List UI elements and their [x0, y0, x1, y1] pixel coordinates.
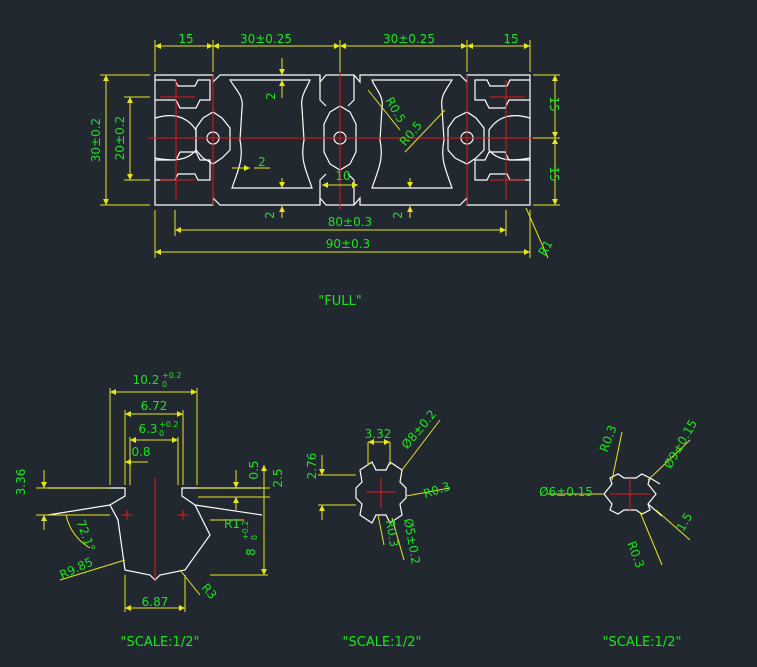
caption-core-scale: "SCALE:1/2"	[343, 635, 422, 650]
caption-pin-scale: "SCALE:1/2"	[603, 635, 682, 650]
dim-right-15-top: 15	[547, 96, 561, 111]
core-dimension-lines	[318, 419, 451, 561]
dim-width-63: 6.3	[138, 422, 157, 436]
dim-wall-2-top: 2	[264, 92, 278, 100]
dim-width-08: 0.8	[131, 445, 150, 459]
pin-outline	[603, 473, 657, 515]
dim-top-30-right: 30±0.25	[383, 32, 435, 46]
dim-pin-width-15: 1.5	[674, 510, 696, 534]
dim-angle-72: 72.1°	[74, 518, 98, 554]
dim-core-height-276: 2.76	[305, 453, 319, 480]
dim-core-r03-b: R0.3	[383, 519, 402, 548]
dim-width-102-tol-up: +0.2	[162, 371, 181, 380]
dim-top-30-left: 30±0.25	[240, 32, 292, 46]
dim-width-63-tol-up: +0.2	[159, 420, 178, 429]
dim-r3: R3	[199, 581, 220, 602]
dim-wall-2-bottom-left: 2	[263, 211, 277, 219]
dim-length-90: 90±0.3	[326, 237, 370, 251]
dim-core-r03-a: R0.3	[422, 479, 452, 501]
dim-r1: R1	[224, 517, 240, 531]
pin-detail-view: R0.3 Ø9±0.15 Ø6±0.15 1.5 R0.3 "SCALE:1/2…	[539, 417, 700, 650]
dim-r05-b: R0.5	[397, 118, 425, 148]
dim-height-20: 20±0.2	[113, 116, 127, 160]
dim-height-336: 3.36	[14, 469, 28, 496]
dim-top-left-15: 15	[178, 32, 193, 46]
pin-dimension-lines	[548, 431, 691, 566]
dim-width-102: 10.2	[133, 373, 160, 387]
dim-height-30: 30±0.2	[89, 118, 103, 162]
dim-height-25: 2.5	[271, 468, 285, 487]
dim-height-8: 8	[244, 548, 258, 556]
main-dimension-lines	[100, 40, 560, 259]
dim-wall-2-bottom-right: 2	[391, 211, 405, 219]
slot-dimension-lines	[36, 388, 270, 612]
dim-r1: R1	[535, 238, 555, 259]
dim-width-102-tol-down: 0	[162, 380, 167, 389]
slot-centerlines	[122, 478, 188, 580]
core-centerlines	[366, 478, 396, 508]
core-detail-view: 3.32 Ø8±0.2 2.76 R0.3 R0.3 Ø5±0.2 "SCALE…	[305, 407, 452, 650]
slot-detail-view: 10.2 +0.2 0 6.72 6.3 +0.2 0 0.8 3.36 0.5…	[14, 371, 285, 650]
dim-width-687: 6.87	[142, 595, 169, 609]
caption-full: "FULL"	[318, 294, 361, 309]
dim-pin-r03-a: R0.3	[597, 423, 620, 454]
dim-r05-a: R0.5	[383, 95, 409, 126]
dim-wall-2-middle: 2	[258, 155, 266, 169]
pin-centerlines	[610, 478, 650, 512]
dim-core-width-332: 3.32	[365, 427, 392, 441]
caption-slot-scale: "SCALE:1/2"	[121, 635, 200, 650]
dim-width-63-tol-down: 0	[159, 429, 164, 438]
main-centerlines	[148, 70, 540, 210]
dim-right-15-bottom: 15	[547, 166, 561, 181]
dim-width-672: 6.72	[141, 399, 168, 413]
main-profile-view: 15 30±0.25 30±0.25 15 30±0.2 20±0.2 15 1…	[89, 32, 561, 309]
dim-top-right-15: 15	[503, 32, 518, 46]
dim-web-10: 10	[335, 169, 350, 183]
dim-pin-d9: Ø9±0.15	[661, 417, 700, 471]
dim-pin-r03-b: R0.3	[624, 539, 647, 570]
dim-r985: R9.85	[57, 555, 95, 583]
dim-core-d5: Ø5±0.2	[401, 517, 423, 565]
dim-height-05: 0.5	[247, 460, 261, 479]
dim-height-8-tol-down: 0	[250, 535, 259, 540]
dim-height-8-tol-up: +0.2	[241, 521, 250, 540]
dim-pin-d6: Ø6±0.15	[539, 485, 593, 499]
core-outline	[355, 461, 407, 524]
dim-length-80: 80±0.3	[328, 215, 372, 229]
